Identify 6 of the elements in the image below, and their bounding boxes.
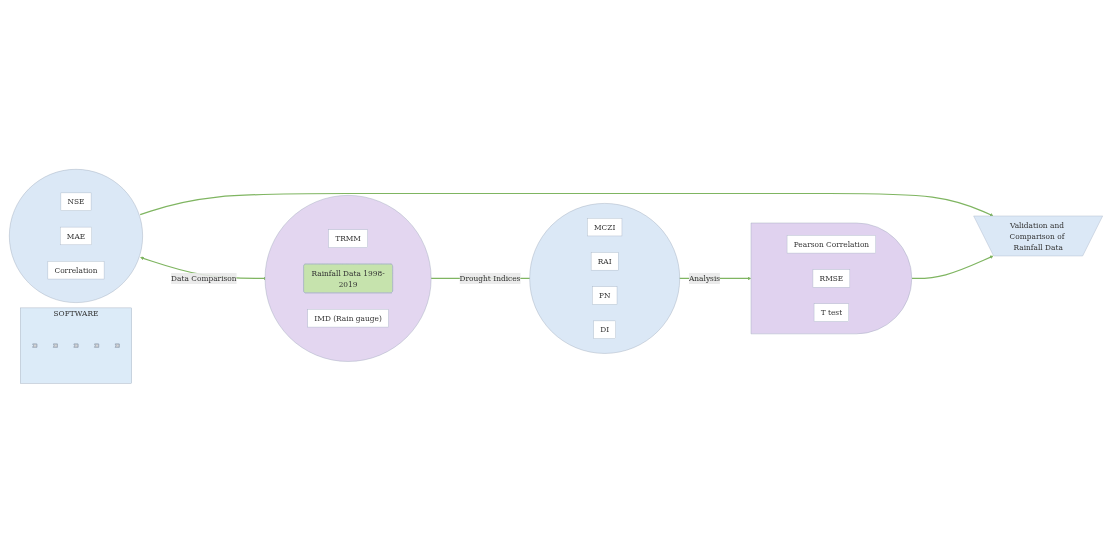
cluster (9, 169, 143, 303)
cluster (264, 195, 432, 362)
arrow (911, 255, 994, 280)
cluster (529, 203, 680, 354)
arrow (139, 193, 994, 217)
cluster (750, 222, 912, 335)
